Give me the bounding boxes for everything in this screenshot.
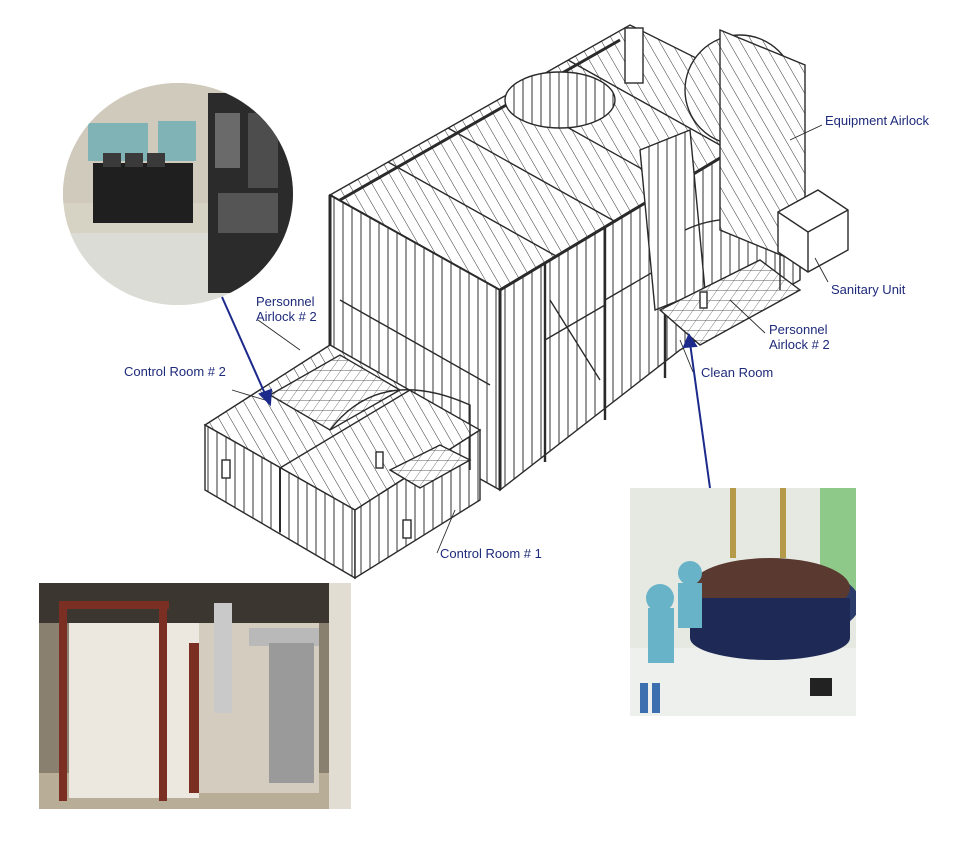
personnel-airlock-right-label-line1: Personnel — [769, 322, 828, 337]
arrow-to-clean-room — [689, 342, 711, 489]
control-room-2-label: Control Room # 2 — [124, 364, 226, 379]
clean-room-photo — [630, 488, 856, 716]
arrow-to-control-room — [221, 296, 267, 397]
equipment-airlock-label: Equipment Airlock — [825, 113, 930, 128]
personnel-airlock-left-label-line1: Personnel — [256, 294, 315, 309]
chamber-photo — [39, 583, 351, 809]
clean-room-floor — [658, 259, 802, 346]
control-room-1-label: Control Room # 1 — [440, 546, 542, 561]
personnel-airlock-right-label-line2: Airlock # 2 — [769, 337, 830, 352]
sanitary-unit-label: Sanitary Unit — [831, 282, 906, 297]
clean-room-label: Clean Room — [701, 365, 774, 380]
personnel-airlock-left-label-line2: Airlock # 2 — [256, 309, 317, 324]
control-room-photo — [63, 83, 293, 305]
sanitary-unit-box — [777, 189, 849, 273]
